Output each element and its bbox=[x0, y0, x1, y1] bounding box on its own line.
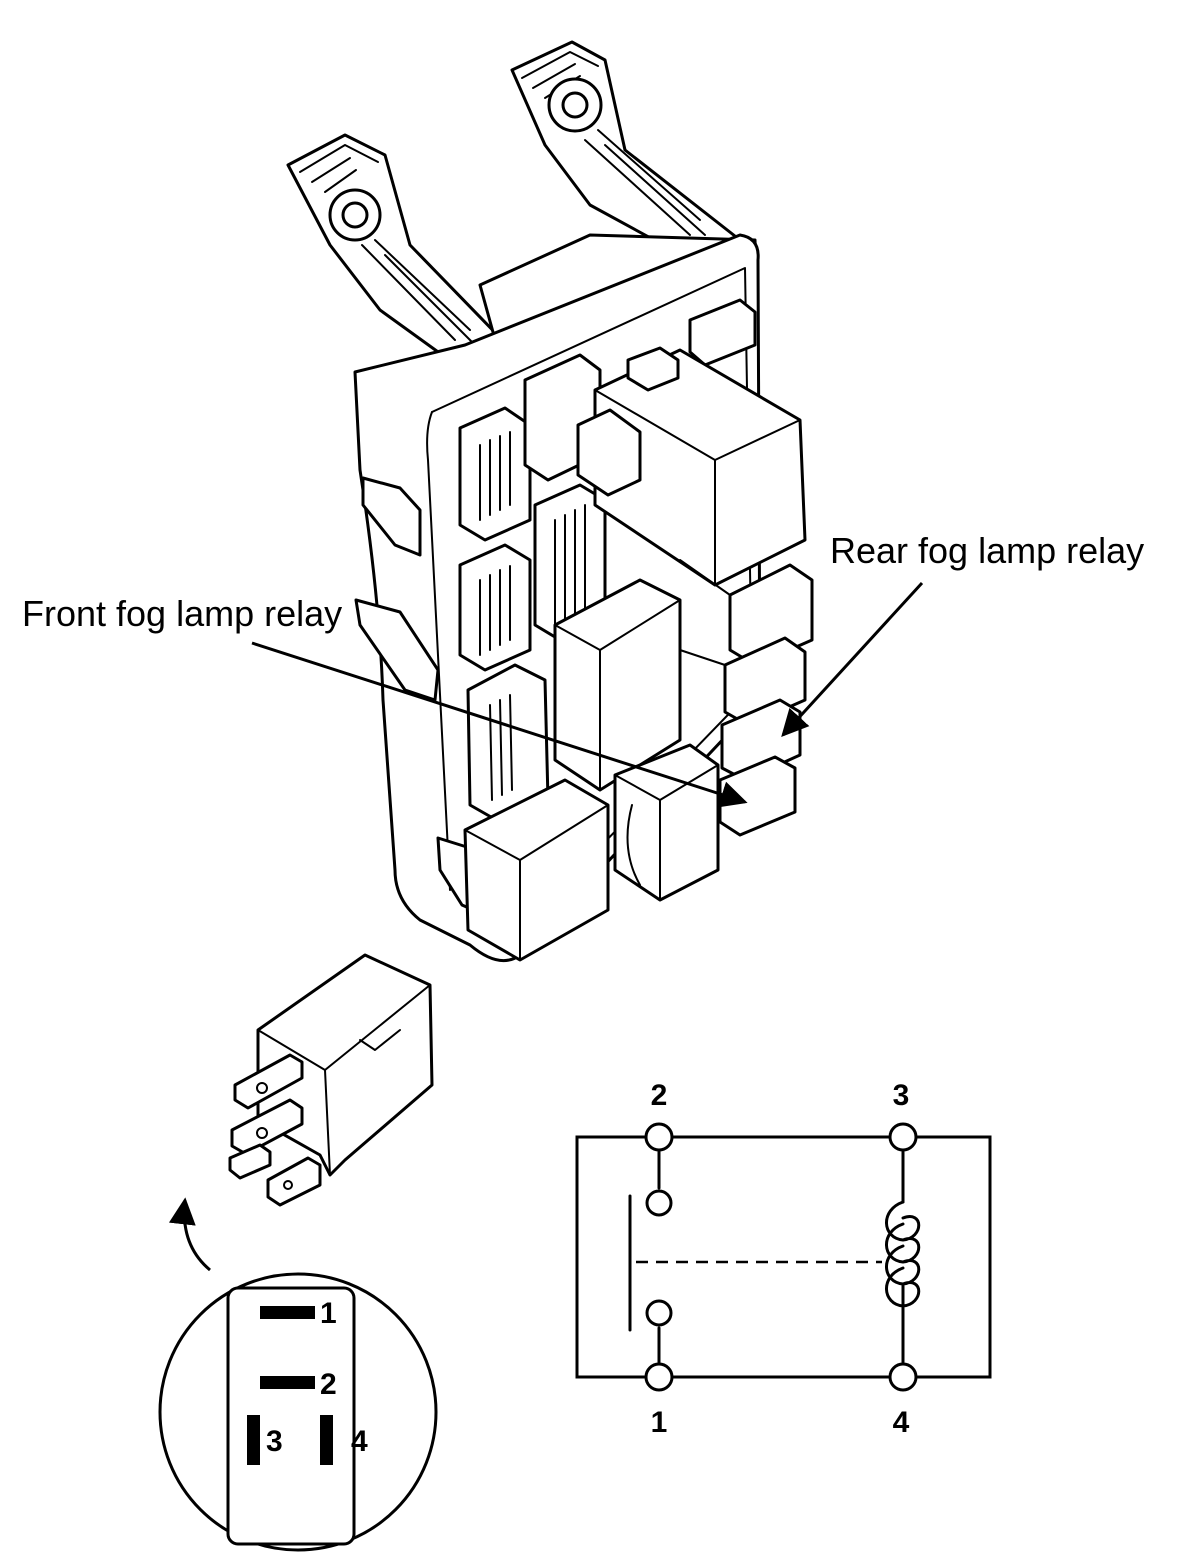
pin-view-label-4: 4 bbox=[351, 1425, 368, 1458]
terminal-node-1 bbox=[644, 1362, 674, 1392]
schematic-label-3: 3 bbox=[893, 1079, 910, 1112]
pin-4-blade bbox=[320, 1415, 333, 1465]
pin-layout-view: 1 2 3 4 bbox=[158, 1272, 438, 1552]
relay-top bbox=[576, 346, 807, 587]
relay-unit-illustration bbox=[228, 953, 434, 1207]
mounting-bracket-right bbox=[510, 40, 742, 267]
schematic-label-2: 2 bbox=[651, 1079, 668, 1112]
mounting-bracket-left bbox=[286, 133, 514, 377]
relay-terminals bbox=[228, 1053, 322, 1207]
right-fuse-stack bbox=[679, 559, 814, 837]
pin-view-label-1: 1 bbox=[320, 1297, 337, 1330]
pin-2-blade bbox=[260, 1376, 315, 1389]
relay-middle bbox=[553, 578, 682, 792]
schematic-label-4: 4 bbox=[893, 1406, 910, 1439]
rear-fog-lamp-relay-label: Rear fog lamp relay bbox=[830, 530, 1144, 571]
rear-relay-leader bbox=[781, 581, 924, 737]
relay-box-illustration bbox=[286, 40, 814, 963]
terminal-node-4 bbox=[888, 1362, 918, 1392]
switch-contact-bottom bbox=[645, 1299, 673, 1327]
relay-coil bbox=[885, 1200, 921, 1320]
schematic-frame bbox=[575, 1135, 992, 1379]
switch-contact-top bbox=[645, 1189, 673, 1217]
pin-view-label-3: 3 bbox=[266, 1425, 283, 1458]
leader-lines bbox=[251, 581, 924, 808]
pin-view-label-2: 2 bbox=[320, 1368, 337, 1401]
pin-1-blade bbox=[260, 1306, 315, 1319]
terminal-node-3 bbox=[888, 1122, 918, 1152]
relay-schematic: 2 3 1 4 bbox=[575, 1079, 992, 1439]
front-fog-lamp-relay-label: Front fog lamp relay bbox=[22, 593, 342, 634]
view-direction-arrow bbox=[168, 1197, 211, 1272]
terminal-node-2 bbox=[644, 1122, 674, 1152]
schematic-label-1: 1 bbox=[651, 1406, 668, 1439]
pin-3-blade bbox=[247, 1415, 260, 1465]
front-relay-leader bbox=[251, 641, 748, 808]
